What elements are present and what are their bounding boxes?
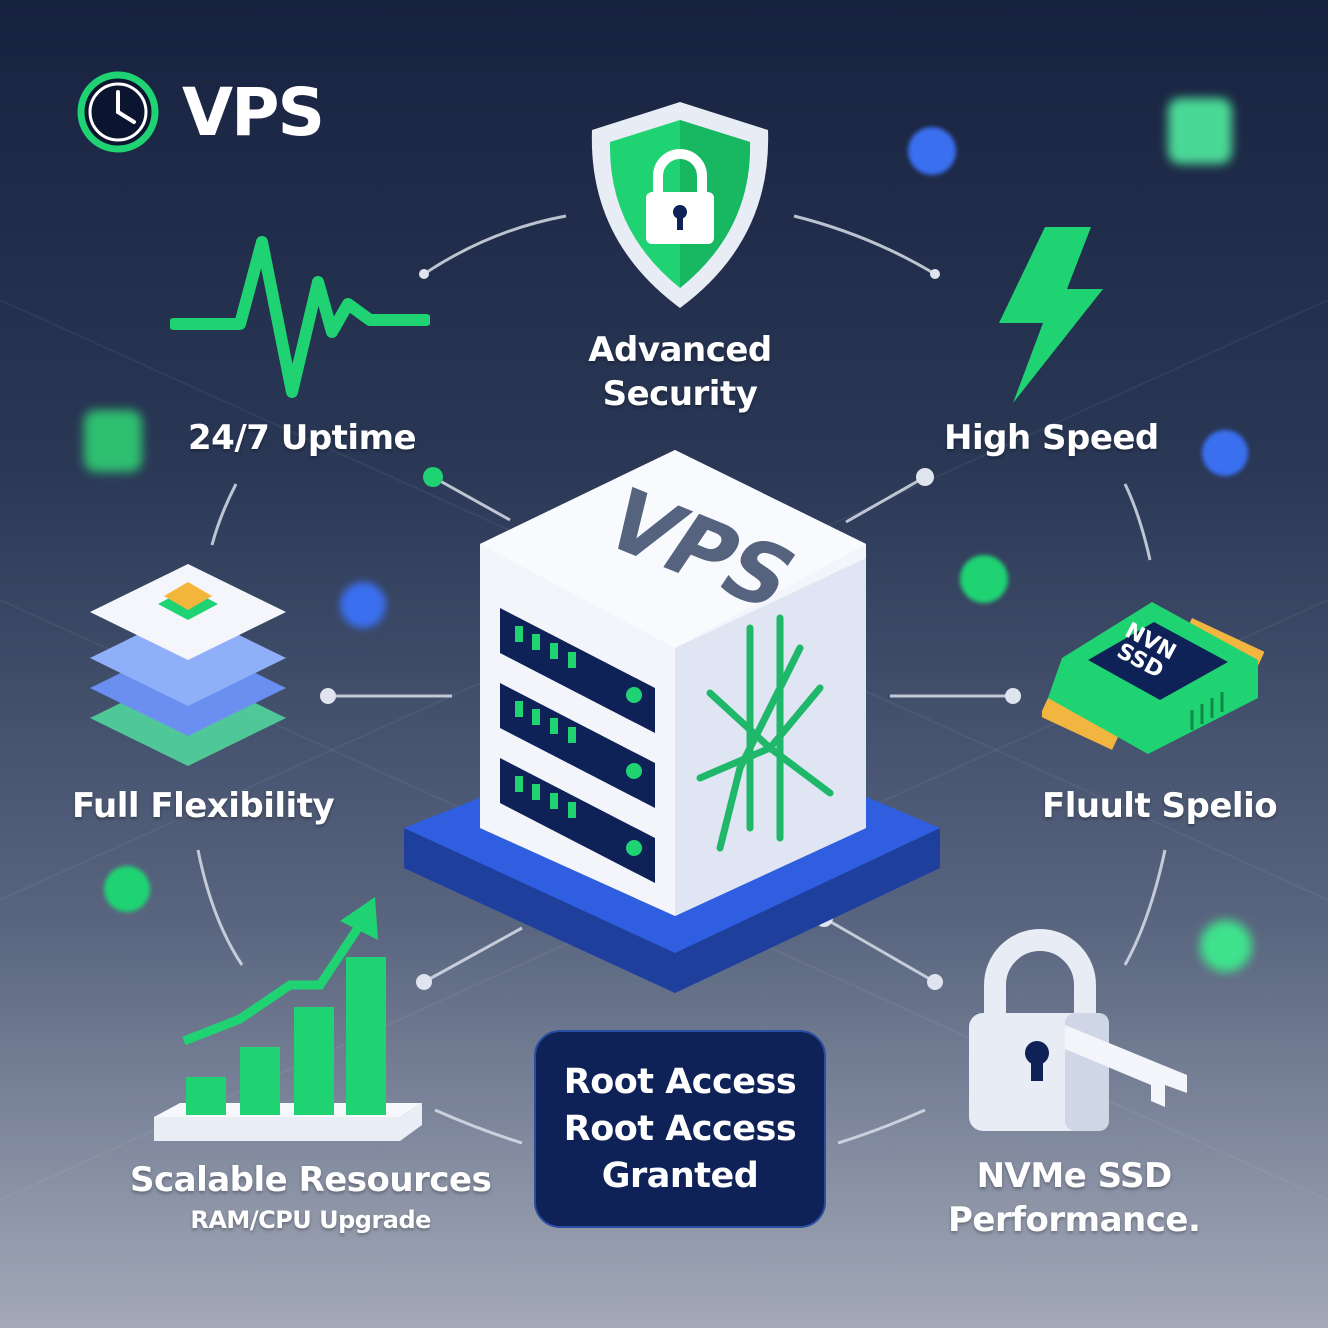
layers-icon	[90, 564, 286, 766]
brand-header: VPS	[76, 70, 325, 154]
nvme-line2: Performance.	[948, 1200, 1201, 1240]
feature-chip-label: Fluult Spelio	[1042, 786, 1278, 826]
feature-nvme-label: NVMe SSD Performance.	[948, 1154, 1201, 1242]
root-line3: Granted	[601, 1155, 759, 1196]
decor-dot	[908, 127, 956, 175]
root-line2: Root Access	[563, 1108, 797, 1149]
decor-dot	[340, 582, 386, 628]
feature-scalable-label: Scalable Resources RAM/CPU Upgrade	[130, 1160, 492, 1240]
ssd-chip-icon: NVN SSD	[1042, 598, 1264, 756]
feature-speed-label: High Speed	[944, 418, 1159, 458]
brand-title: VPS	[182, 73, 325, 151]
shield-lock-icon	[591, 102, 769, 308]
heartbeat-icon	[170, 236, 430, 398]
feature-uptime-label: 24/7 Uptime	[188, 418, 417, 458]
nvme-line1: NVMe SSD	[976, 1156, 1173, 1196]
root-access-badge: Root Access Root Access Granted	[534, 1030, 826, 1228]
growth-chart-icon	[154, 897, 422, 1141]
lightning-icon	[999, 227, 1103, 403]
decor-dot	[1202, 430, 1248, 476]
scalable-title: Scalable Resources	[130, 1160, 492, 1200]
feature-security-label: Advanced Security	[580, 328, 780, 416]
root-line1: Root Access	[563, 1061, 797, 1102]
security-line2: Security	[602, 374, 758, 414]
vps-server-illustration	[404, 450, 940, 993]
decor-hexagon	[1168, 98, 1232, 164]
feature-flexibility-label: Full Flexibility	[72, 786, 335, 826]
decor-dot	[1200, 920, 1252, 972]
decor-dot	[104, 866, 150, 912]
padlock-key-icon	[969, 929, 1187, 1131]
decor-hexagon	[84, 410, 142, 472]
decor-dot	[960, 555, 1008, 603]
security-line1: Advanced	[588, 330, 772, 370]
scalable-subtitle: RAM/CPU Upgrade	[190, 1206, 431, 1234]
clock-icon	[77, 71, 159, 153]
